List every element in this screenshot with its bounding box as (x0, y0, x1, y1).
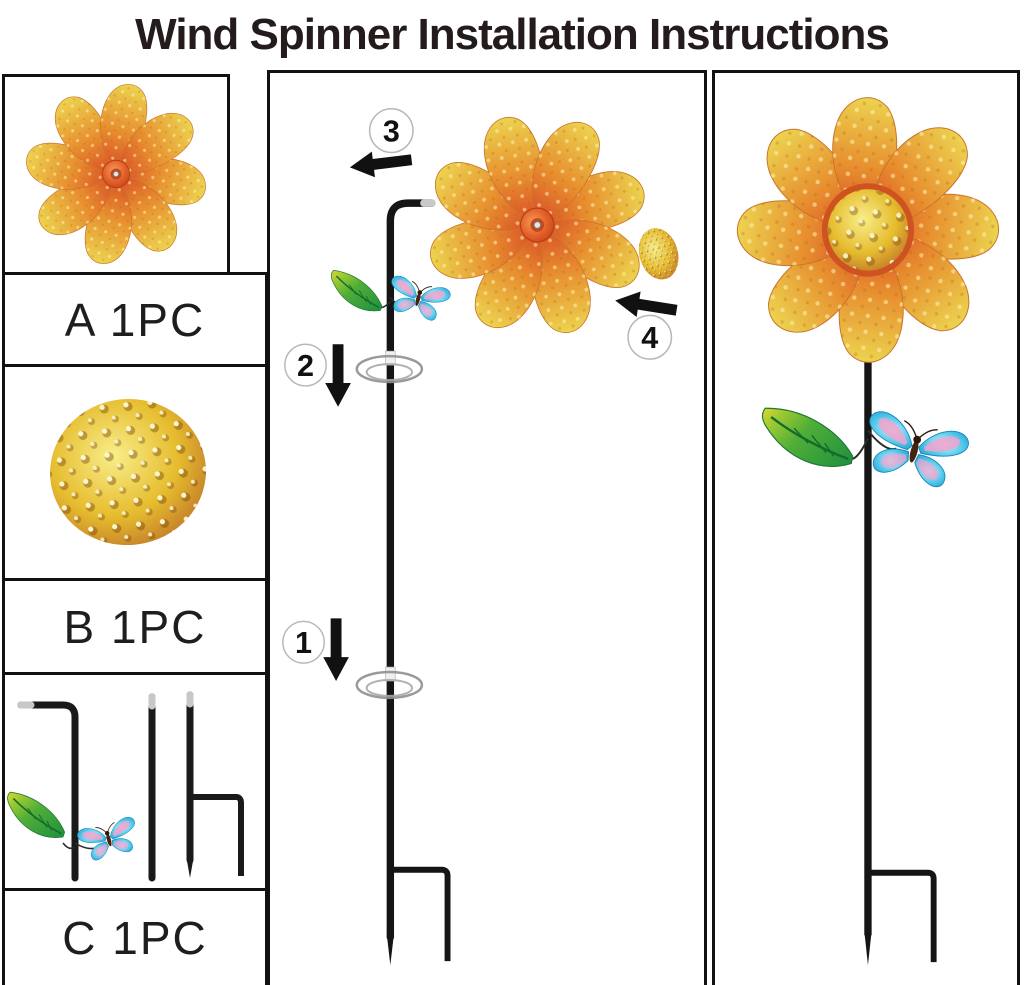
pole-joint-sleeve (385, 666, 396, 682)
part-c-label-box: C 1PC (2, 888, 268, 985)
stake-spike (386, 935, 394, 966)
part-c-image-box (2, 672, 268, 891)
svg-text:4: 4 (641, 320, 658, 355)
step-2-badge: 2 (284, 343, 327, 387)
part-a-label: A 1PC (64, 293, 206, 346)
stake-spike (864, 933, 872, 966)
dome-cap (42, 391, 214, 553)
bent-top-pole (17, 701, 79, 882)
svg-text:1: 1 (295, 625, 312, 660)
part-b-image-box (2, 364, 268, 581)
step-4-badge: 4 (627, 314, 673, 360)
leaf-ornament (330, 269, 383, 312)
assembled-spinner (715, 73, 1017, 966)
arrow-left-icon (348, 146, 414, 181)
part-b-label-box: B 1PC (2, 578, 268, 675)
step-3-badge: 3 (368, 108, 414, 154)
part-c-label: C 1PC (62, 912, 208, 964)
flower-spinner (409, 96, 665, 354)
assembly-diagram: 3 4 2 1 (282, 73, 685, 966)
assembly-pole (385, 199, 451, 966)
dome-cap-image (42, 391, 214, 553)
svg-text:2: 2 (297, 348, 314, 383)
stake-fork (390, 866, 451, 962)
stake-poles-image (6, 691, 244, 882)
part-b-label: B 1PC (63, 600, 207, 653)
ground-stake (186, 691, 244, 878)
step-1-badge: 1 (282, 620, 325, 664)
part-a-label-box: A 1PC (2, 272, 268, 367)
leaf-ornament (6, 791, 66, 839)
butterfly-ornament (384, 274, 451, 323)
assembled-pole (864, 251, 937, 966)
part-a-image-box (2, 74, 230, 275)
flower-spinner (5, 77, 227, 272)
leaf-ornament (760, 395, 855, 477)
arrow-down-icon (323, 618, 349, 681)
butterfly-ornament (76, 816, 142, 864)
dome-cap (632, 223, 685, 285)
stake-fork (867, 869, 937, 963)
assembled-view-panel (712, 70, 1020, 985)
pole-joint-sleeve (385, 350, 396, 366)
arrow-down-icon (325, 344, 351, 407)
flower-spinner-image (5, 77, 227, 272)
page-title: Wind Spinner Installation Instructions (135, 10, 890, 59)
flower-spinner-with-cap (722, 82, 1015, 379)
svg-text:3: 3 (383, 113, 400, 148)
butterfly-ornament (858, 409, 971, 493)
assembly-panel: 3 4 2 1 (267, 70, 707, 985)
